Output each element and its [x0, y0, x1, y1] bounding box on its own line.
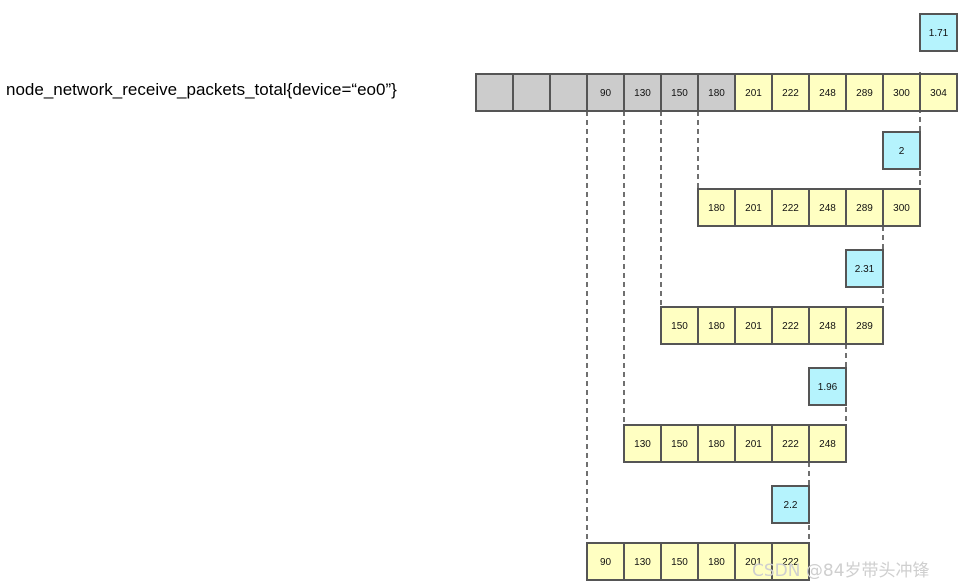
window-result-2: 2 [882, 131, 921, 170]
window-4-cell: 180 [697, 424, 736, 463]
window-4-cell: 222 [771, 424, 810, 463]
sample-cell: 130 [623, 73, 662, 112]
window-result-3: 2.31 [845, 249, 884, 288]
history-cell [549, 73, 588, 112]
window-4-cell: 201 [734, 424, 773, 463]
window-4-cell: 150 [660, 424, 699, 463]
window-3-cell: 248 [808, 306, 847, 345]
cell-value: 201 [745, 203, 762, 214]
cells-layer: 90 130 150 180 201 222 248 289 300 304 1.71 2 180 201… [475, 13, 958, 581]
window-5-cell: 130 [623, 542, 662, 581]
cell-value: 150 [671, 557, 688, 568]
window-5-cell: 180 [697, 542, 736, 581]
cell-value: 2.2 [784, 500, 798, 511]
cell-value: 180 [708, 321, 725, 332]
window-2-cell: 180 [697, 188, 736, 227]
cell-value: 222 [782, 439, 799, 450]
cell-value: 201 [745, 88, 762, 99]
window-3-cell: 150 [660, 306, 699, 345]
window-5-cell: 222 [771, 542, 810, 581]
cell-value: 222 [782, 321, 799, 332]
cell-value: 180 [708, 439, 725, 450]
cell-value: 180 [708, 203, 725, 214]
metric-label: node_network_receive_packets_total{devic… [6, 80, 397, 99]
cell-value: 201 [745, 321, 762, 332]
cell-value: 222 [782, 203, 799, 214]
cell-value: 248 [819, 439, 836, 450]
window-2-cell: 201 [734, 188, 773, 227]
sample-cell: 201 [734, 73, 773, 112]
window-result-5: 2.2 [771, 485, 810, 524]
cell-value: 300 [893, 88, 910, 99]
window-result-1: 1.71 [919, 13, 958, 52]
cell-value: 289 [856, 88, 873, 99]
window-3-cell: 289 [845, 306, 884, 345]
cell-value: 222 [782, 557, 799, 568]
cell-value: 180 [708, 88, 725, 99]
cell-value: 201 [745, 439, 762, 450]
sample-cell: 300 [882, 73, 921, 112]
sample-cell: 180 [697, 73, 736, 112]
watermark: CSDN @84岁带头冲锋 [752, 561, 930, 581]
sample-cell: 222 [771, 73, 810, 112]
cell-value: 289 [856, 203, 873, 214]
cell-value: 130 [634, 88, 651, 99]
cell-value: 304 [930, 88, 947, 99]
cell-value: 248 [819, 203, 836, 214]
window-result-4: 1.96 [808, 367, 847, 406]
cell-value: 289 [856, 321, 873, 332]
cell-value: 2.31 [855, 264, 875, 275]
window-3-cell: 222 [771, 306, 810, 345]
window-5-cell: 90 [586, 542, 625, 581]
cell-value: 248 [819, 88, 836, 99]
cell-value: 201 [745, 557, 762, 568]
history-cell [475, 73, 514, 112]
cell-value: 150 [671, 439, 688, 450]
cell-value: 90 [600, 88, 612, 99]
window-2-cell: 248 [808, 188, 847, 227]
cell-value: 90 [600, 557, 612, 568]
sample-cell: 150 [660, 73, 699, 112]
cell-value: 130 [634, 439, 651, 450]
sample-cell: 289 [845, 73, 884, 112]
window-3-cell: 201 [734, 306, 773, 345]
cell-value: 300 [893, 203, 910, 214]
window-3-cell: 180 [697, 306, 736, 345]
sample-cell: 304 [919, 73, 958, 112]
cell-value: 1.96 [818, 382, 838, 393]
sample-cell: 248 [808, 73, 847, 112]
cell-value: 150 [671, 88, 688, 99]
window-4-cell: 130 [623, 424, 662, 463]
cell-value: 2 [899, 146, 905, 157]
window-2-cell: 222 [771, 188, 810, 227]
window-4-cell: 248 [808, 424, 847, 463]
window-5-cell: 201 [734, 542, 773, 581]
history-cell [512, 73, 551, 112]
window-2-cell: 289 [845, 188, 884, 227]
sample-cell: 90 [586, 73, 625, 112]
cell-value: 222 [782, 88, 799, 99]
cell-value: 150 [671, 321, 688, 332]
window-2-cell: 300 [882, 188, 921, 227]
cell-value: 1.71 [929, 28, 949, 39]
cell-value: 180 [708, 557, 725, 568]
cell-value: 248 [819, 321, 836, 332]
right-edge [961, 0, 965, 585]
cell-value: 130 [634, 557, 651, 568]
window-5-cell: 150 [660, 542, 699, 581]
